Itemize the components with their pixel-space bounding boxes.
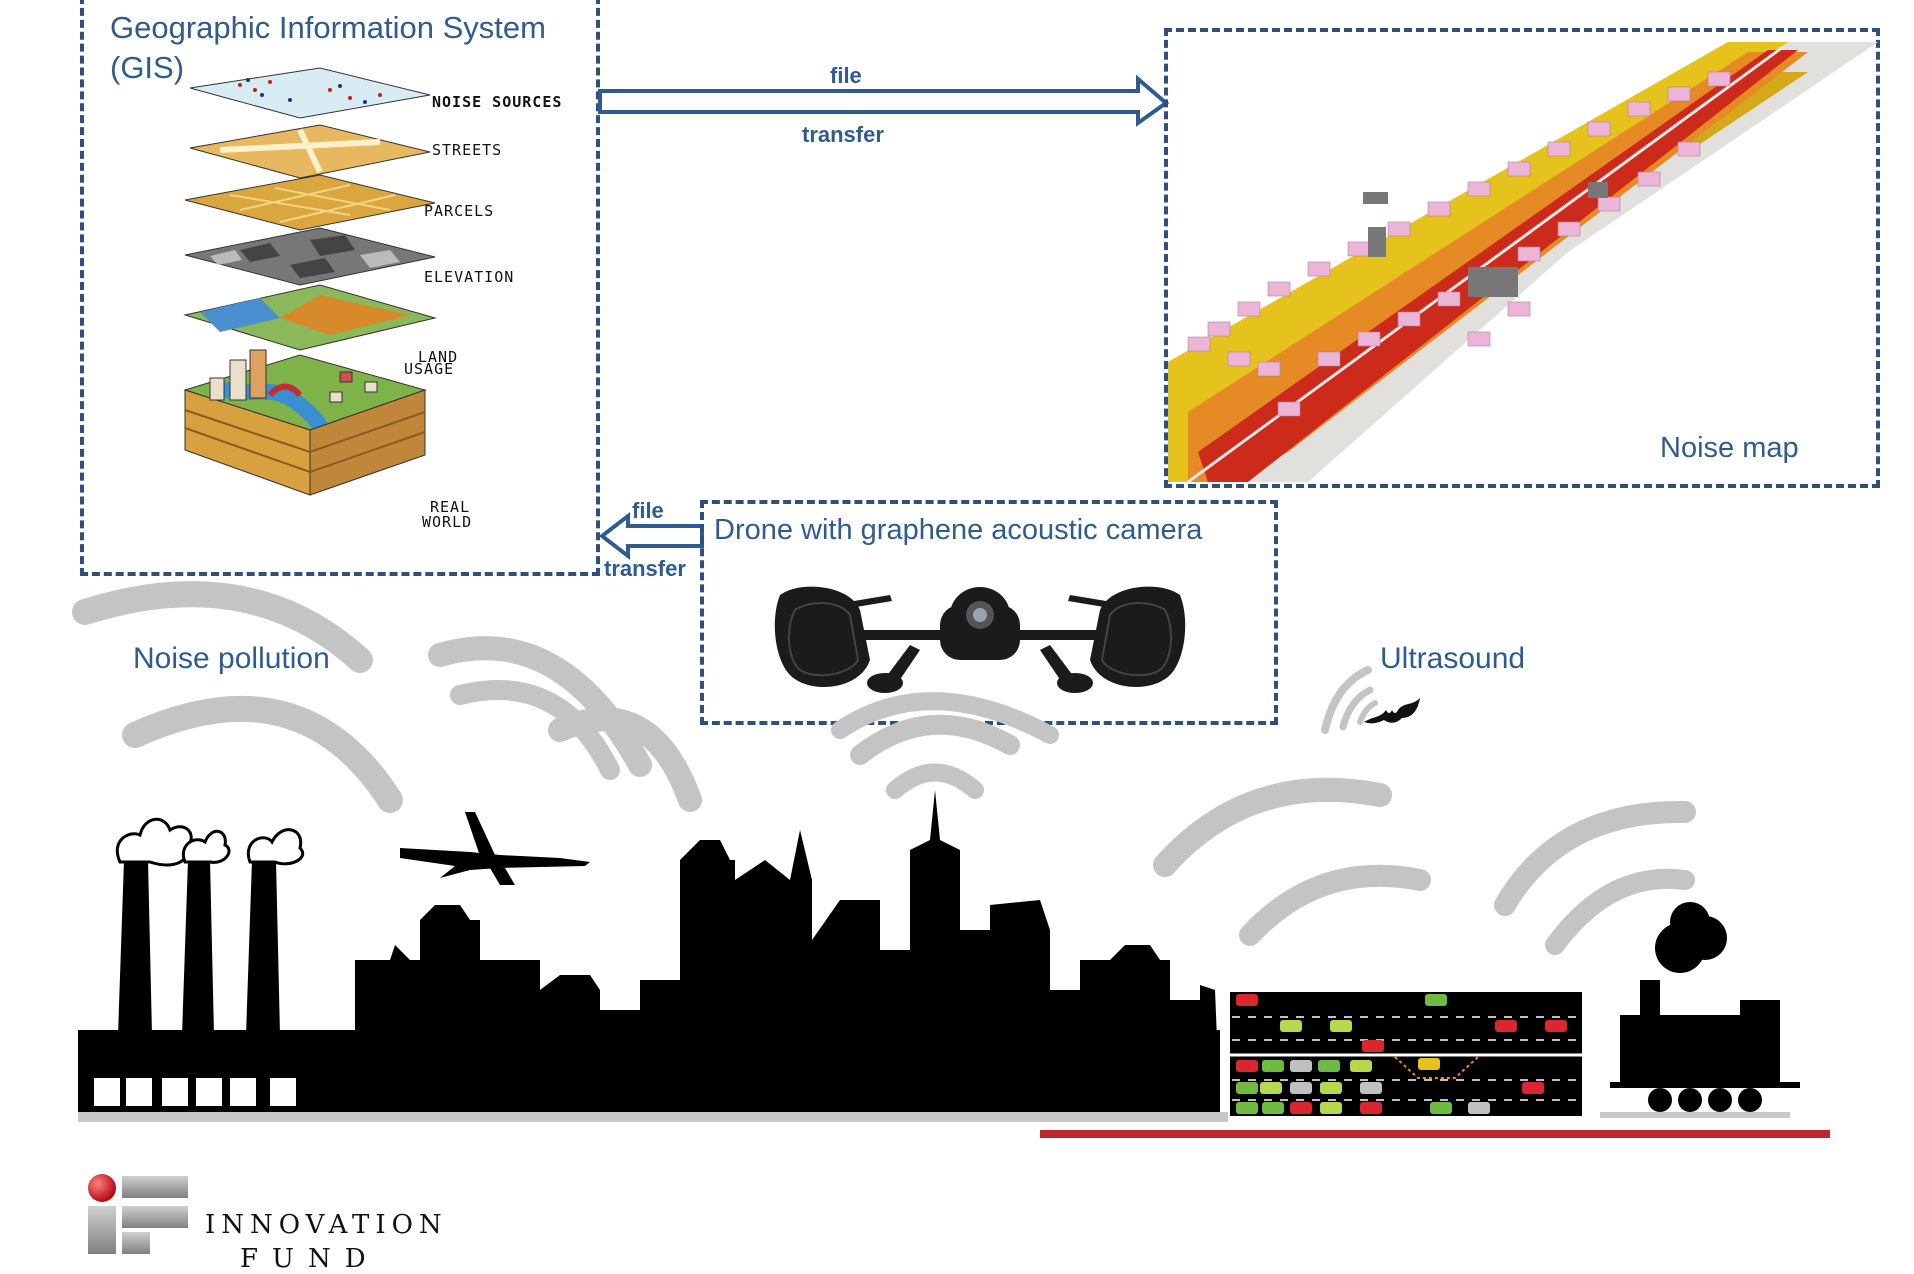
- noise-map-box: [1164, 28, 1880, 488]
- drone-box: [700, 500, 1278, 725]
- bat-icon: [1364, 698, 1420, 724]
- logo-line1: INNOVATION: [205, 1210, 448, 1240]
- gis-layer-stack-illustration: [183, 67, 437, 496]
- arrow-top-label-transfer: transfer: [802, 122, 884, 147]
- gis-title-line2: (GIS): [110, 50, 185, 85]
- arrow-top-label-file: file: [830, 63, 862, 88]
- gis-layer-elevation: ELEVATION: [424, 268, 515, 286]
- arrow-gis-to-noise-map: [598, 74, 1170, 127]
- arrow-bottom-label-file: file: [632, 498, 664, 523]
- noise-pollution-label: Noise pollution: [133, 642, 330, 675]
- gis-layer-noise-sources: NOISE SOURCES: [432, 93, 563, 111]
- gis-layer-usage: USAGE: [404, 360, 455, 378]
- noise-map-render: [1168, 42, 1878, 484]
- gis-box: [80, 0, 600, 576]
- logo-line2: FUND: [240, 1244, 380, 1274]
- noise-map-label: Noise map: [1660, 432, 1799, 464]
- drone-illustration: [774, 586, 1186, 693]
- gis-layer-real: REAL: [430, 498, 471, 516]
- gis-layer-streets: STREETS: [432, 141, 503, 159]
- gis-layer-land: LAND: [418, 348, 459, 366]
- arrow-bottom-label-transfer: transfer: [604, 556, 686, 581]
- drone-label: Drone with graphene acoustic camera: [714, 514, 1203, 546]
- gis-title-line1: Geographic Information System: [110, 10, 546, 45]
- ultrasound-label: Ultrasound: [1380, 642, 1526, 675]
- gis-layer-world: WORLD: [422, 513, 473, 531]
- innovation-fund-logo-mark: [88, 1174, 188, 1254]
- arrow-drone-to-gis: [598, 511, 704, 561]
- gis-layer-parcels: PARCELS: [424, 202, 495, 220]
